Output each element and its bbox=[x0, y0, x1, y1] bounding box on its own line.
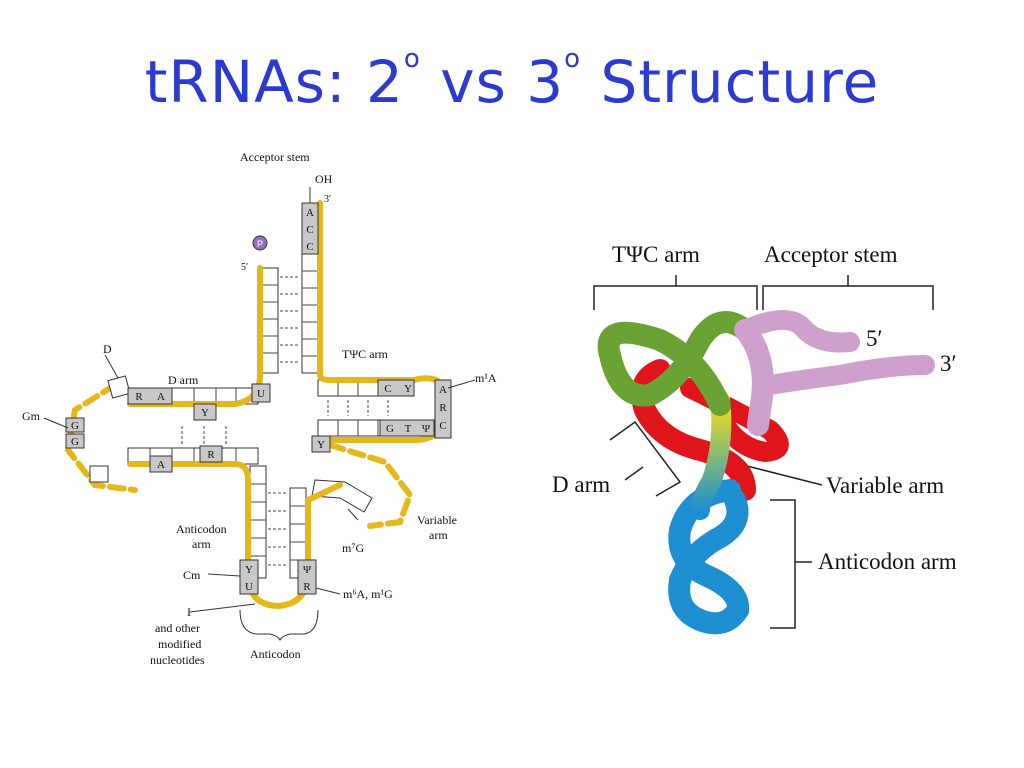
tertiary-labels: TΨC arm Acceptor stem 5′ 3′ D arm Variab… bbox=[552, 242, 957, 574]
i-note-line-2: and other bbox=[155, 621, 200, 635]
tertiary-five-prime: 5′ bbox=[866, 326, 883, 351]
anticodon-label: Anticodon bbox=[250, 647, 301, 661]
t-base-psi: Ψ bbox=[422, 423, 431, 435]
acceptor-stem-label: Acceptor stem bbox=[240, 150, 310, 164]
gm-base-2: G bbox=[71, 436, 79, 448]
anticodon-right-psi: Ψ bbox=[303, 564, 312, 576]
tertiary-brackets bbox=[593, 275, 934, 629]
y-base: Y bbox=[317, 439, 325, 451]
title-part-2: vs 3 bbox=[420, 48, 565, 116]
d-label: D bbox=[103, 342, 112, 356]
acceptor-base-3: C bbox=[306, 241, 313, 253]
t-base-c2: C bbox=[439, 420, 446, 432]
phosphate-icon bbox=[252, 235, 268, 251]
oh-label: OH bbox=[315, 172, 333, 186]
variable-arm-tube bbox=[690, 390, 732, 520]
acceptor-stem-tube bbox=[734, 310, 935, 436]
acceptor-base-1: A bbox=[306, 207, 314, 219]
m6a-label: m⁶A, m¹G bbox=[343, 587, 393, 601]
anticodon-left-u: U bbox=[245, 581, 253, 593]
lower-d-base-r: R bbox=[207, 449, 215, 461]
t-base-c: C bbox=[384, 383, 391, 395]
gm-base-1: G bbox=[71, 420, 79, 432]
variable-arm-label-2: arm bbox=[429, 528, 448, 542]
secondary-labels: Acceptor stem OH 3′ 5′ TΨC arm m¹A D D a… bbox=[22, 150, 497, 667]
slide-title: tRNAs: 2o vs 3o Structure bbox=[0, 44, 1024, 116]
d-loop-boxes bbox=[65, 375, 131, 483]
title-part-1: tRNAs: 2 bbox=[144, 48, 404, 116]
t-base-a: A bbox=[439, 384, 447, 396]
d-base-u: U bbox=[257, 388, 265, 400]
i-note-line-4: nucleotides bbox=[150, 653, 205, 667]
t-base-t: T bbox=[405, 423, 412, 435]
nucleotide-letters: A C C C Y A R C T Ψ G R A Y U G G A bbox=[71, 202, 452, 595]
tertiary-anticodon-arm-label: Anticodon arm bbox=[818, 549, 957, 574]
tpsic-arm-label: TΨC arm bbox=[342, 347, 389, 361]
tertiary-tpsic-label: TΨC arm bbox=[612, 242, 700, 267]
title-superscript-1: o bbox=[403, 44, 421, 74]
pointer-lines bbox=[43, 187, 476, 642]
tertiary-structure: TΨC arm Acceptor stem 5′ 3′ D arm Variab… bbox=[552, 242, 957, 635]
tertiary-acceptor-label: Acceptor stem bbox=[764, 242, 898, 267]
tpsic-arm-tube bbox=[597, 311, 756, 416]
base-pair-dashes bbox=[181, 276, 389, 566]
five-prime-label: 5′ bbox=[241, 262, 248, 273]
three-prime-label: 3′ bbox=[324, 194, 331, 205]
tertiary-variable-arm-label: Variable arm bbox=[826, 473, 944, 498]
secondary-structure: A C C C Y A R C T Ψ G R A Y U G G A bbox=[22, 150, 497, 667]
lower-d-base-a: A bbox=[157, 459, 165, 471]
d-base-a: A bbox=[157, 391, 165, 403]
anticodon-arm-tube bbox=[668, 479, 750, 635]
m1a-label: m¹A bbox=[475, 371, 497, 385]
t-base-r: R bbox=[439, 402, 447, 414]
tertiary-d-arm-label: D arm bbox=[552, 472, 610, 497]
m7g-label: m⁷G bbox=[342, 541, 365, 555]
t-base-g: G bbox=[386, 423, 394, 435]
i-note-line-1: I bbox=[187, 605, 191, 619]
title-superscript-2: o bbox=[564, 44, 582, 74]
gm-label: Gm bbox=[22, 409, 41, 423]
i-note-line-3: modified bbox=[158, 637, 201, 651]
tertiary-three-prime: 3′ bbox=[940, 351, 957, 376]
variable-arm-label-1: Variable bbox=[417, 513, 457, 527]
acceptor-base-2: C bbox=[306, 224, 313, 236]
d-base-r: R bbox=[135, 391, 143, 403]
anticodon-arm-label-2: arm bbox=[192, 537, 211, 551]
anticodon-right-r: R bbox=[303, 581, 311, 593]
title-part-3: Structure bbox=[581, 48, 880, 116]
phosphate-label: P bbox=[257, 239, 263, 249]
anticodon-arm-label-1: Anticodon bbox=[176, 522, 227, 536]
anticodon-left-y: Y bbox=[245, 564, 253, 576]
d-base-y: Y bbox=[201, 407, 209, 419]
t-base-y: Y bbox=[404, 383, 412, 395]
d-arm-label: D arm bbox=[168, 373, 199, 387]
cm-label: Cm bbox=[183, 568, 201, 582]
